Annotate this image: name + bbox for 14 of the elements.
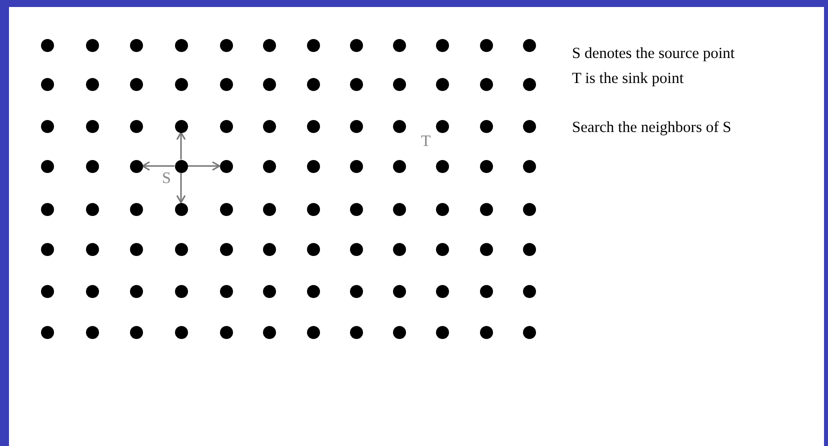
note-text: Search the neighbors of S <box>572 119 732 137</box>
neighbor-point-dot <box>130 160 142 172</box>
note-text: S denotes the source point <box>572 45 735 63</box>
neighbor-point-dot <box>174 120 188 132</box>
source-point-dot <box>174 160 188 172</box>
point-label: T <box>421 134 431 150</box>
point-label: S <box>162 171 171 187</box>
arrow <box>176 172 186 204</box>
neighbor-point-dot <box>174 202 188 216</box>
neighbor-point-dot <box>220 160 232 172</box>
arrow <box>142 161 174 171</box>
arrow <box>188 161 220 171</box>
arrow <box>176 132 186 160</box>
note-text: T is the sink point <box>572 70 684 88</box>
